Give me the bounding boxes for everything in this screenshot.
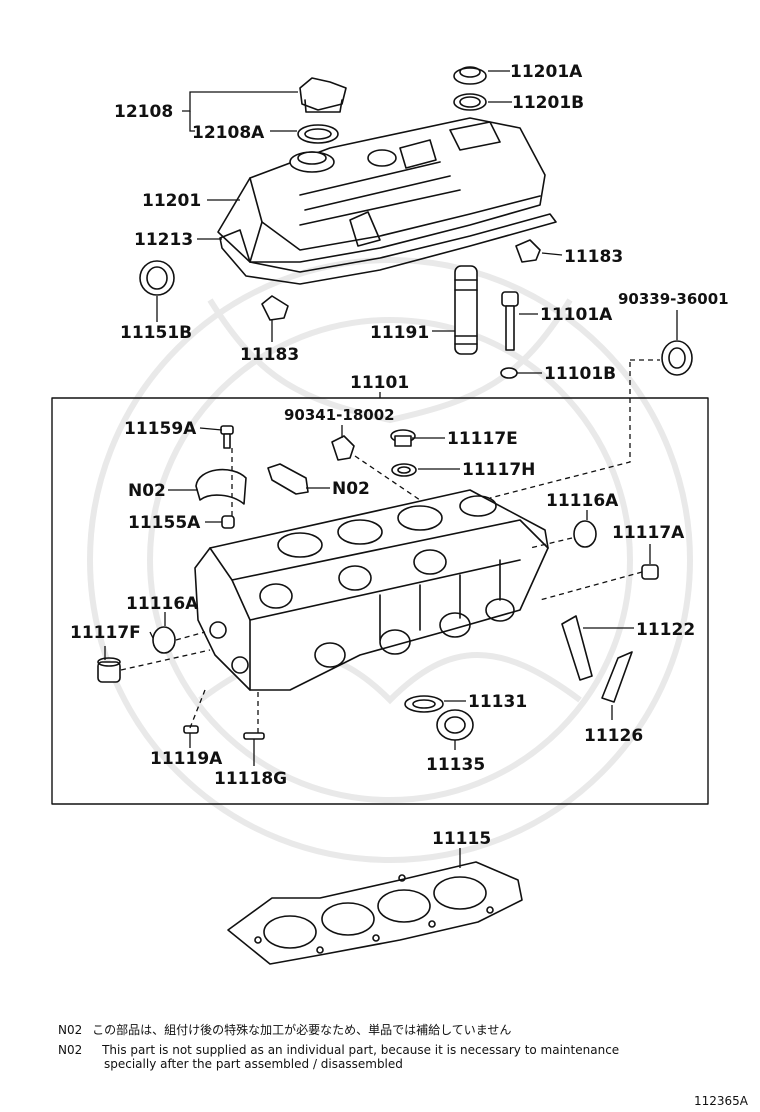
seal-11135 xyxy=(436,709,474,741)
label-n02-left: N02 xyxy=(128,481,166,501)
half-moon-plug-top xyxy=(515,239,541,263)
label-11118g: 11118G xyxy=(214,769,287,789)
note-en: N02 This part is not supplied as an indi… xyxy=(58,1044,619,1057)
cylinder-head-gasket xyxy=(227,861,523,965)
plug-90339 xyxy=(661,340,693,376)
label-11115: 11115 xyxy=(432,829,491,849)
spark-plug-tube xyxy=(454,265,478,355)
label-11101a: 11101A xyxy=(540,305,613,325)
label-12108: 12108 xyxy=(114,102,173,122)
grommet-11201a xyxy=(453,66,487,85)
oil-filler-cap xyxy=(299,77,347,113)
label-11151b: 11151B xyxy=(120,323,192,343)
label-11116a-left: 11116A xyxy=(126,594,199,614)
label-11116a-right: 11116A xyxy=(546,491,619,511)
plug-11117f xyxy=(97,657,121,683)
note-jp-code: N02 xyxy=(58,1023,83,1037)
label-11201: 11201 xyxy=(142,191,201,211)
note-jp-text: この部品は、組付け後の特殊な加工が必要なため、単品では補給していません xyxy=(92,1023,512,1037)
diagram-code: 112365A xyxy=(694,1094,749,1108)
note-en-line1: This part is not supplied as an individu… xyxy=(102,1043,620,1057)
note-en-code: N02 xyxy=(58,1043,83,1057)
label-11135: 11135 xyxy=(426,755,485,775)
oil-filler-cap-gasket xyxy=(297,124,339,144)
bearing-cap-right xyxy=(267,463,309,495)
head-bolt-washer xyxy=(500,367,518,379)
label-11201a: 11201A xyxy=(510,62,583,82)
label-12108a: 12108A xyxy=(192,123,265,143)
pin-11155a xyxy=(221,515,235,529)
valve-guide-11126 xyxy=(601,651,633,703)
plug-11117a xyxy=(641,564,659,580)
note-en-line2: specially after the part assembled / dis… xyxy=(104,1057,403,1071)
label-11117h: 11117H xyxy=(462,460,535,480)
plug-11117e xyxy=(390,429,416,447)
label-11131: 11131 xyxy=(468,692,527,712)
label-n02-right: N02 xyxy=(332,479,370,499)
grommet-11201b xyxy=(453,93,487,111)
label-11119a: 11119A xyxy=(150,749,223,769)
head-bolt xyxy=(501,291,519,351)
label-11183-top: 11183 xyxy=(564,247,623,267)
part-number-labels: 12108 12108A 11201 11201A 11201B 11213 1… xyxy=(70,62,729,849)
label-11117f: 11117F xyxy=(70,623,141,643)
label-11201b: 11201B xyxy=(512,93,584,113)
label-90339-36001: 90339-36001 xyxy=(618,290,729,308)
label-11213: 11213 xyxy=(134,230,193,250)
bolt-11159a xyxy=(220,425,234,449)
label-11122: 11122 xyxy=(636,620,695,640)
bearing-cap-left xyxy=(195,468,247,505)
label-11191: 11191 xyxy=(370,323,429,343)
seal-11131 xyxy=(404,695,444,713)
label-11126: 11126 xyxy=(584,726,643,746)
plug-11116a-right xyxy=(573,520,597,548)
camshaft-seal xyxy=(139,260,175,296)
note-jp: N02 この部品は、組付け後の特殊な加工が必要なため、単品では補給していません xyxy=(58,1024,511,1037)
label-11101b: 11101B xyxy=(544,364,616,384)
watermark-emblem xyxy=(87,257,693,863)
label-11117e: 11117E xyxy=(447,429,518,449)
label-11155a: 11155A xyxy=(128,513,201,533)
leader-lines xyxy=(104,70,678,868)
stud-11118g xyxy=(243,732,265,740)
label-11183-left: 11183 xyxy=(240,345,299,365)
valve-guide-11122 xyxy=(561,615,593,681)
half-moon-plug-left xyxy=(261,295,289,321)
gasket-11117h xyxy=(391,463,417,477)
head-cover-gasket xyxy=(219,213,557,285)
plug-11116a-left xyxy=(152,626,176,654)
label-11159a: 11159A xyxy=(124,419,197,439)
cylinder-head xyxy=(194,489,549,691)
cylinder-head-cover xyxy=(217,117,546,263)
union-bolt-90341 xyxy=(331,435,355,461)
label-11101: 11101 xyxy=(350,373,409,393)
label-90341-18002: 90341-18002 xyxy=(284,406,395,424)
label-11117a: 11117A xyxy=(612,523,685,543)
dashed-guide-lines xyxy=(120,359,660,733)
